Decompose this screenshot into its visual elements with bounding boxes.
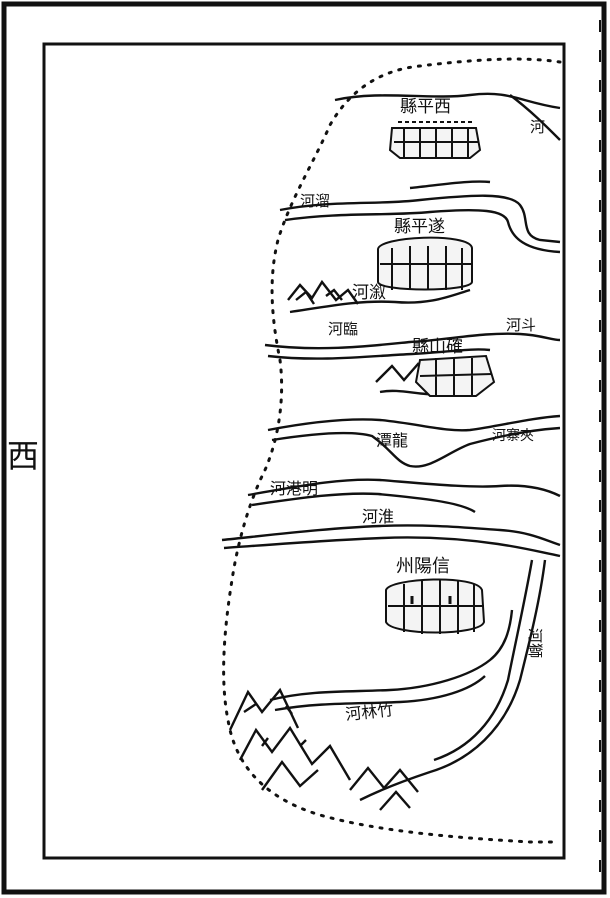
label-xinyang: 州陽信 xyxy=(396,556,450,577)
label-minggang: 河港明 xyxy=(270,479,318,498)
label-top-right-river: 河 xyxy=(530,118,545,136)
mountains-north xyxy=(287,279,359,305)
label-yu-river: 河溆 xyxy=(352,283,386,303)
xiping-city-icon xyxy=(388,121,482,159)
label-lin-river: 河臨 xyxy=(328,320,358,338)
label-xiping: 縣平西 xyxy=(400,97,451,117)
label-liu-river: 河溜 xyxy=(300,192,330,210)
label-zhulin: 河林竹 xyxy=(344,700,394,724)
margin-label-west: 西 xyxy=(6,437,39,475)
label-longtan: 潭龍 xyxy=(376,431,408,450)
label-huai-river: 河淮 xyxy=(362,507,394,526)
suiping-city-icon xyxy=(377,236,473,291)
boundary-dotted xyxy=(222,57,562,844)
rivers xyxy=(221,92,561,802)
xinyang-city-icon xyxy=(385,578,486,634)
label-shi-river: 河獅 xyxy=(526,628,544,658)
label-queshan: 縣山確 xyxy=(412,337,463,357)
label-dou-river: 河斗 xyxy=(506,316,536,334)
mountains-south xyxy=(228,687,419,811)
label-suiping: 縣平遂 xyxy=(394,217,445,237)
queshan-city-icon xyxy=(414,354,496,397)
map-frame xyxy=(42,42,566,860)
label-jiazhai: 河寨夾 xyxy=(492,427,534,444)
